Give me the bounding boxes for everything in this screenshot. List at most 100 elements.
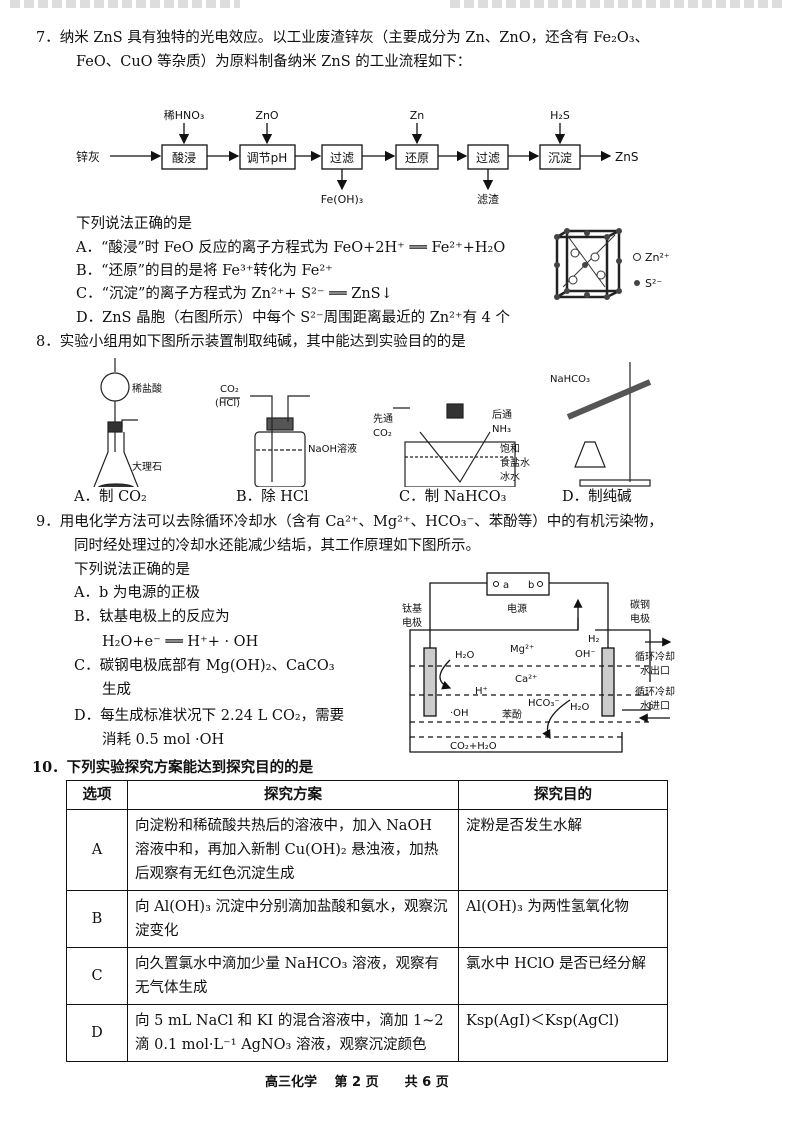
label-steel-electrode-2: 电极	[630, 612, 650, 625]
label-ti-electrode-2: 电极	[402, 616, 422, 629]
label-phenol: 苯酚	[502, 708, 522, 721]
header-option: 选项	[66, 780, 128, 810]
q8-apparatus-figures: 稀盐酸 大理石 CO₂ (HCl) NaOH溶液 先通 CO₂ 后通 NH₃ 饱…	[93, 358, 652, 487]
q9-prompt: 下列说法正确的是	[74, 562, 190, 578]
label-first-co2: CO₂	[373, 428, 392, 439]
flow-input-hno3: 稀HNO₃	[164, 109, 205, 122]
label-ca: Ca²⁺	[515, 674, 537, 685]
row-goal: 淀粉是否发生水解	[458, 809, 668, 891]
table-row: C 向久置氯水中滴加少量 NaHCO₃ 溶液，观察有无气体生成 氯水中 HClO…	[66, 947, 668, 1005]
flow-step-3: 过滤	[330, 151, 354, 165]
q9-option-b: B．钛基电极上的反应为	[74, 609, 230, 625]
legend-s: S²⁻	[645, 277, 662, 290]
legend-zn: Zn²⁺	[645, 251, 670, 264]
label-first: 先通	[373, 413, 393, 425]
zns-crystal-cell-figure: Zn²⁺ S²⁻	[554, 228, 670, 300]
row-plan: 向淀粉和稀硫酸共热后的溶液中，加入 NaOH 溶液中和，再加入新制 Cu(OH)…	[127, 809, 459, 891]
q7-option-d: D．ZnS 晶胞（右图所示）中每个 S²⁻周围距离最近的 Zn²⁺有 4 个	[76, 310, 511, 326]
label-co2: CO₂	[220, 384, 239, 395]
flow-step-1: 酸浸	[172, 150, 196, 165]
label-h2o-right: H₂O	[570, 702, 590, 713]
label-naoh-solution: NaOH溶液	[308, 442, 357, 455]
flow-input-zno: ZnO	[255, 109, 279, 122]
flow-input-zn: Zn	[410, 109, 425, 122]
table-header-row: 选项 探究方案 探究目的	[66, 780, 668, 810]
q8-option-b: B．除 HCl	[236, 489, 309, 505]
label-power-source: 电源	[507, 602, 527, 615]
q7-stem-line1: 7．纳米 ZnS 具有独特的光电效应。以工业废渣锌灰（主要成分为 Zn、ZnO，…	[36, 30, 650, 46]
row-option: C	[66, 947, 128, 1005]
row-goal: Al(OH)₃ 为两性氢氧化物	[458, 890, 668, 948]
label-co2-h2o: CO₂+H₂O	[450, 741, 497, 752]
row-plan: 向 Al(OH)₃ 沉淀中分别滴加盐酸和氨水，观察沉淀变化	[127, 890, 459, 948]
label-after: 后通	[492, 409, 512, 421]
flow-step-4: 还原	[405, 151, 429, 165]
page-footer: 高三化学 第 2 页 共 6 页	[265, 1075, 449, 1090]
flow-step-2: 调节pH	[247, 151, 288, 165]
q7-option-c: C．“沉淀”的离子方程式为 Zn²⁺+ S²⁻ ══ ZnS↓	[76, 286, 393, 302]
label-hcl: (HCl)	[215, 398, 240, 409]
label-marble: 大理石	[132, 460, 162, 473]
row-option: A	[66, 809, 128, 891]
row-option: B	[66, 890, 128, 948]
q9-option-a: A．b 为电源的正极	[74, 585, 200, 601]
q7-flow-diagram: 锌灰 酸浸 调节pH 过滤 还原 过滤 沉淀 稀HNO₃ ZnO Zn H₂S …	[76, 109, 638, 205]
label-oh-radical: ·OH	[450, 708, 469, 719]
q7-option-a: A．“酸浸”时 FeO 反应的离子方程式为 FeO+2H⁺ ══ Fe²⁺+H₂…	[76, 240, 506, 256]
label-mg: Mg²⁺	[510, 644, 534, 655]
label-after-nh3: NH₃	[492, 424, 511, 435]
row-plan: 向久置氯水中滴加少量 NaHCO₃ 溶液，观察有无气体生成	[127, 947, 459, 1005]
flow-step-6: 沉淀	[548, 151, 572, 165]
header-goal: 探究目的	[458, 780, 668, 810]
label-ti-electrode-1: 钛基	[402, 602, 422, 615]
label-inlet-2: 水进口	[640, 700, 670, 712]
q10-stem: 10．下列实验探究方案能达到探究目的的是	[32, 759, 314, 776]
q8-option-a: A．制 CO₂	[74, 489, 147, 505]
row-plan: 向 5 mL NaCl 和 KI 的混合溶液中，滴加 1~2 滴 0.1 mol…	[127, 1004, 459, 1062]
label-ice-water: 冰水	[500, 470, 520, 483]
q8-option-c: C．制 NaHCO₃	[399, 489, 507, 505]
q9-stem-line2: 同时经处理过的冷却水还能减少结垢，其工作原理如下图所示。	[74, 538, 480, 554]
cropped-header-right	[450, 0, 785, 8]
q8-option-d: D．制纯碱	[562, 489, 632, 505]
q10-table: 选项 探究方案 探究目的 A 向淀粉和稀硫酸共热后的溶液中，加入 NaOH 溶液…	[66, 780, 668, 1062]
table-row: A 向淀粉和稀硫酸共热后的溶液中，加入 NaOH 溶液中和，再加入新制 Cu(O…	[66, 809, 668, 891]
cropped-header-left	[10, 0, 240, 8]
flow-step-5: 过滤	[476, 151, 500, 165]
label-h2: H₂	[588, 634, 600, 645]
q9-option-d-cont: 消耗 0.5 mol ·OH	[102, 732, 225, 748]
q8-stem: 8．实验小组用如下图所示装置制取纯碱，其中能达到实验目的的是	[36, 334, 466, 350]
row-goal: 氯水中 HClO 是否已经分解	[458, 947, 668, 1005]
q9-option-b-equation: H₂O+e⁻ ══ H⁺+ · OH	[102, 634, 259, 650]
label-saturated: 饱和	[500, 443, 520, 455]
label-oh-minus: OH⁻	[575, 649, 596, 660]
label-outlet-2: 水出口	[640, 664, 670, 677]
row-goal: Ksp(AgI)＜Ksp(AgCl)	[458, 1004, 668, 1062]
terminal-b: b	[528, 580, 534, 591]
q7-option-b: B．“还原”的目的是将 Fe³⁺转化为 Fe²⁺	[76, 263, 333, 279]
label-dilute-hcl: 稀盐酸	[132, 382, 162, 395]
flow-output-residue: 滤渣	[477, 192, 499, 205]
label-h2o-left: H₂O	[455, 650, 475, 661]
header-plan: 探究方案	[127, 780, 459, 810]
q9-option-d: D．每生成标准状况下 2.24 L CO₂，需要	[74, 708, 345, 724]
flow-input-h2s: H₂S	[550, 109, 570, 122]
label-inlet-1: 循环冷却	[635, 685, 675, 698]
flow-output-feoh3: Fe(OH)₃	[321, 193, 363, 205]
table-row: B 向 Al(OH)₃ 沉淀中分别滴加盐酸和氨水，观察沉淀变化 Al(OH)₃ …	[66, 890, 668, 948]
q7-stem-line2: FeO、CuO 等杂质）为原料制备纳米 ZnS 的工业流程如下：	[76, 54, 472, 70]
label-nahco3: NaHCO₃	[550, 374, 590, 385]
row-option: D	[66, 1004, 128, 1062]
flow-end: ZnS	[615, 150, 638, 164]
flow-start: 锌灰	[76, 150, 100, 164]
label-hco3: HCO₃⁻	[528, 698, 560, 709]
label-steel-electrode-1: 碳钢	[630, 598, 650, 611]
terminal-a: a	[503, 580, 509, 591]
label-brine: 食盐水	[500, 456, 530, 469]
label-outlet-1: 循环冷却	[635, 650, 675, 663]
label-h-plus: H⁺	[475, 686, 488, 697]
q9-option-c: C．碳钢电极底部有 Mg(OH)₂、CaCO₃	[74, 658, 335, 674]
q9-stem-line1: 9．用电化学方法可以去除循环冷却水（含有 Ca²⁺、Mg²⁺、HCO₃⁻、苯酚等…	[36, 514, 663, 530]
electrolysis-diagram: a b 电源 钛基 电极 碳钢 电极 循环冷却 水出口 循环冷却 水进口 H₂O…	[402, 572, 675, 753]
q7-prompt: 下列说法正确的是	[76, 216, 192, 232]
